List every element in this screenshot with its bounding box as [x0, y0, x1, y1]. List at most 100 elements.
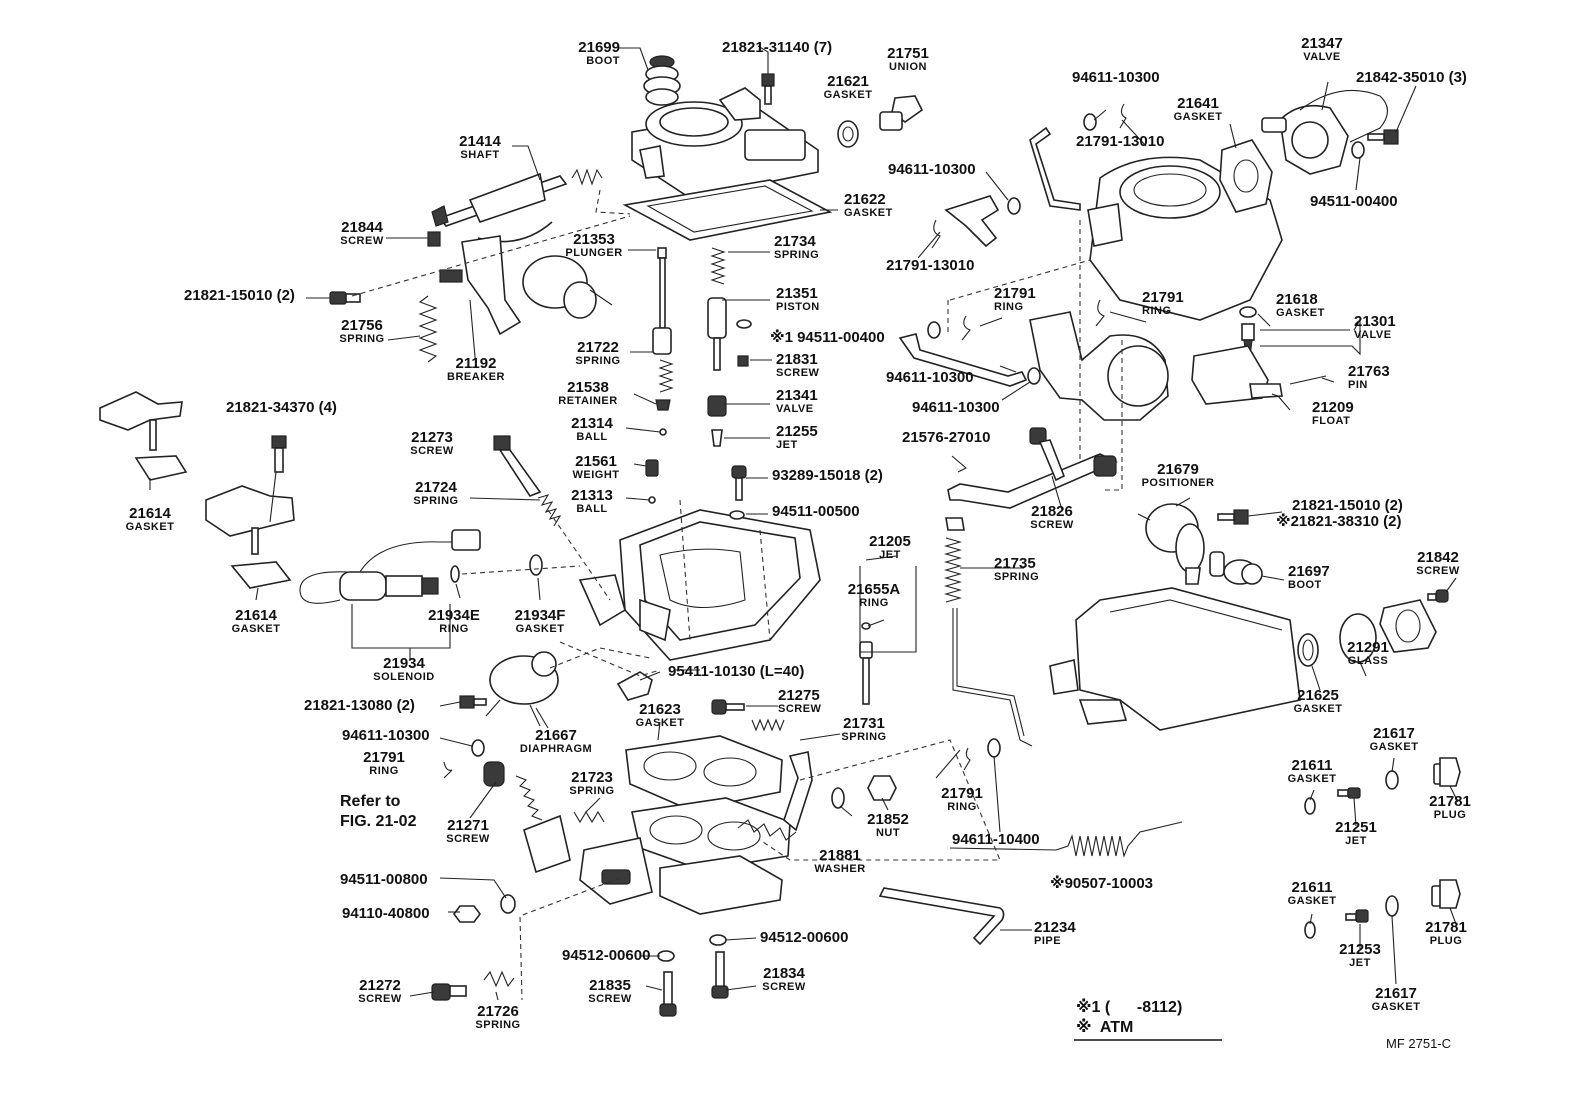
shaft-21414-part — [431, 172, 568, 243]
part-number-21699: 21699 — [578, 39, 620, 56]
part-name-21934E: RING — [439, 623, 469, 635]
part-number-21641: 21641 — [1177, 95, 1219, 112]
jet-21253-part — [1345, 909, 1369, 923]
part-number-21723: 21723 — [571, 769, 613, 786]
part-name-21781-a: PLUG — [1434, 809, 1467, 821]
weight-21561-part — [645, 459, 659, 477]
washer-94611-10300-c-part — [927, 321, 941, 339]
part-name-21835: SCREW — [588, 993, 632, 1005]
part-name-21831: SCREW — [776, 367, 820, 379]
ring-21791-13010-a-part — [1119, 103, 1127, 129]
float-21209-part — [1191, 345, 1283, 405]
part-number-94511-00500: 94511-00500 — [772, 503, 860, 520]
part-number-21192: 21192 — [456, 355, 497, 372]
washer-94611-10400-part — [987, 738, 1001, 758]
part-number-21623: 21623 — [639, 701, 681, 718]
part-name-21271: SCREW — [446, 833, 490, 845]
part-number-21576-27010: 21576-27010 — [902, 429, 990, 446]
float-chamber-part — [1029, 311, 1169, 421]
ring-21791-c-part — [443, 761, 453, 779]
screw-21821-34370-part — [271, 435, 287, 473]
part-number-21273: 21273 — [411, 429, 453, 446]
part-21614-lower — [205, 485, 295, 589]
pipe-21234-part — [878, 887, 1005, 946]
part-name-21192: BREAKER — [447, 371, 505, 383]
gasket-21611-a-part — [1304, 797, 1316, 815]
ring-21791-a-part — [961, 315, 971, 341]
part-name-21756: SPRING — [339, 333, 384, 345]
part-number-21622: 21622 — [844, 191, 886, 208]
washer-94611-10300-b-part — [1007, 197, 1021, 215]
plunger-21353-part — [652, 247, 672, 355]
screw-21834-part — [711, 951, 729, 999]
link-21791-part — [944, 195, 1000, 248]
positioner-21679-part — [1137, 503, 1205, 585]
screw-93289-part — [731, 465, 747, 501]
lever-21576-part — [947, 453, 1118, 509]
part-number-21724: 21724 — [415, 479, 457, 496]
part-name-21618: GASKET — [1276, 307, 1325, 319]
part-name-21614-a: GASKET — [126, 521, 175, 533]
part-name-21934: SOLENOID — [373, 671, 434, 683]
part-number-94110-40800: 94110-40800 — [342, 905, 430, 922]
part-number-21821-38310: ※21821-38310 (2) — [1276, 512, 1402, 530]
washer-94611-10300-d-part — [1027, 367, 1041, 385]
part-number-21667: 21667 — [535, 727, 577, 744]
screw-21272-part — [431, 983, 467, 1001]
refer-note-line1: Refer to — [340, 793, 401, 810]
jet-21205-part — [859, 622, 873, 705]
part-number-94512-00600-a: 94512-00600 — [562, 947, 650, 964]
part-number-21781-b: 21781 — [1425, 919, 1467, 936]
washer-94512-00600-a-part — [657, 950, 675, 962]
part-number-21831: 21831 — [776, 351, 818, 368]
part-name-21723: SPRING — [569, 785, 614, 797]
part-name-21699: BOOT — [586, 55, 620, 67]
part-number-21351: 21351 — [776, 285, 818, 302]
washer-94511-00400-part — [736, 319, 752, 329]
part-number-21697: 21697 — [1288, 563, 1330, 580]
gasket-21617-b-part — [1385, 895, 1399, 917]
legend-note1: ※1 ( -8112) — [1076, 998, 1182, 1016]
part-name-21301: VALVE — [1354, 329, 1392, 341]
figure-code: MF 2751-C — [1386, 1036, 1451, 1051]
part-number-21735: 21735 — [994, 555, 1036, 572]
part-name-21791-a: RING — [994, 301, 1024, 313]
part-number-94511-00400-a: 94511-00400 — [1310, 193, 1398, 210]
part-number-21821-31140: 21821-31140 (7) — [722, 39, 832, 56]
part-name-21273: SCREW — [410, 445, 454, 457]
piston-21351-part — [707, 297, 727, 371]
part-number-21821-15010-a: 21821-15010 (2) — [184, 287, 295, 304]
nut-94110-40800-part — [453, 905, 481, 923]
part-name-21826: SCREW — [1030, 519, 1074, 531]
part-number-21734: 21734 — [774, 233, 816, 250]
part-name-21724: SPRING — [413, 495, 458, 507]
part-name-21852: NUT — [876, 827, 900, 839]
rod-mid-part — [898, 333, 1028, 387]
part-number-94511-00400-b: ※1 94511-00400 — [770, 328, 885, 346]
gasket-21625-plate-part — [1379, 599, 1437, 653]
part-name-21251: JET — [1345, 835, 1367, 847]
gasket-21641-part — [1219, 139, 1273, 213]
part-number-21679: 21679 — [1157, 461, 1199, 478]
part-name-21617-b: GASKET — [1372, 1001, 1421, 1013]
part-number-21731: 21731 — [843, 715, 885, 732]
part-number-94512-00600-b: 94512-00600 — [760, 929, 848, 946]
screw-21831-part — [737, 355, 749, 367]
jet-21251-part — [1337, 787, 1361, 799]
part-name-21881: WASHER — [814, 863, 865, 875]
part-number-21353: 21353 — [573, 231, 615, 248]
part-name-21611-b: GASKET — [1288, 895, 1337, 907]
part-number-21791-13010-a: 21791-13010 — [1076, 133, 1164, 150]
part-number-21821-34370: 21821-34370 (4) — [226, 399, 337, 416]
screw-21842-35010-part — [1367, 129, 1399, 145]
part-number-21275: 21275 — [778, 687, 820, 704]
clip-95411-part — [616, 671, 653, 701]
part-name-21791-b: RING — [1142, 305, 1172, 317]
ring-21791-13010-b-part — [931, 219, 941, 249]
screw-21821-13080-part — [459, 695, 487, 709]
gasket-21625-part — [1297, 633, 1319, 667]
spring-21756-part — [418, 295, 438, 363]
part-name-21791-c: RING — [369, 765, 399, 777]
